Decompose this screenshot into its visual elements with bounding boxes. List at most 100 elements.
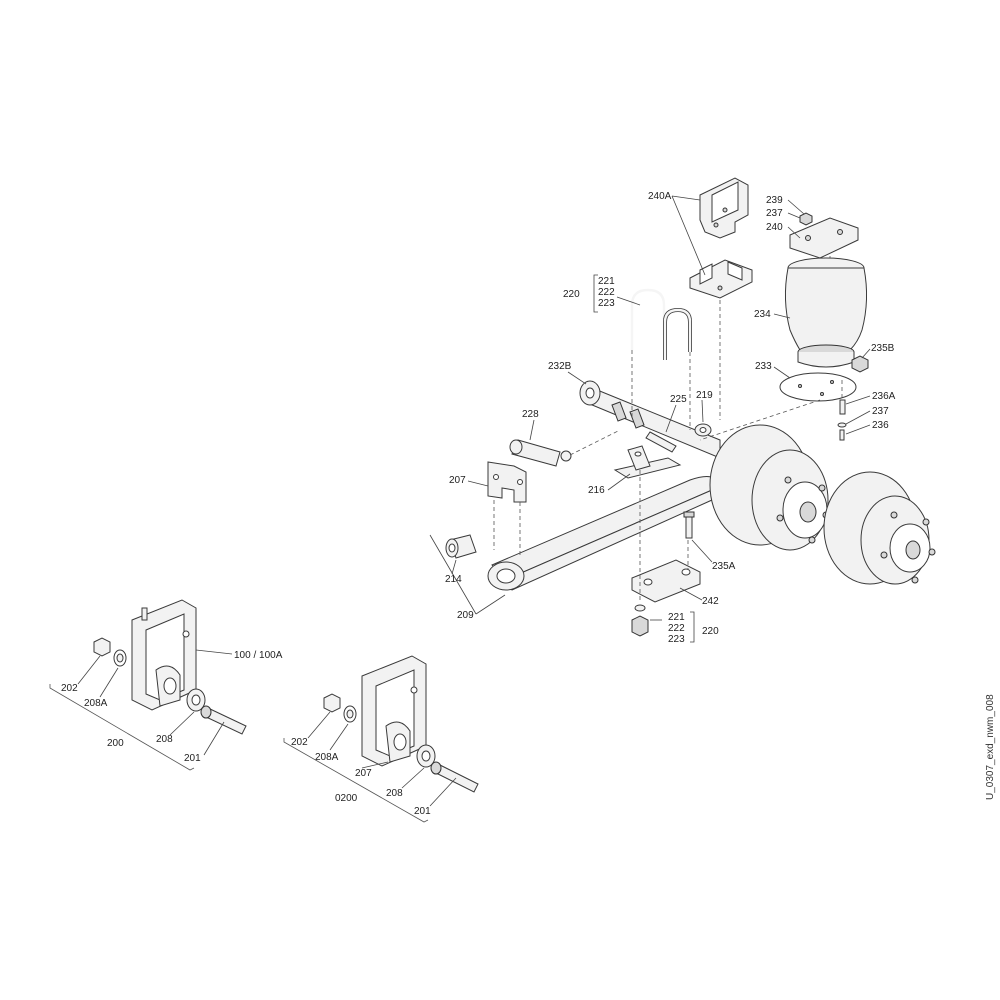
leader-201-right [429, 777, 457, 807]
underline-0200 [283, 738, 429, 823]
leader-240 [787, 226, 801, 239]
part-240A-upper-bracket [699, 177, 749, 239]
leader-209 [429, 534, 477, 615]
part-214-bushing [445, 534, 477, 559]
label-216: 216 [588, 485, 605, 496]
label-208A-right: 208A [315, 752, 339, 763]
label-228: 228 [522, 409, 539, 420]
label-240: 240 [766, 222, 783, 233]
label-225: 225 [670, 394, 687, 405]
part-219-bushing [694, 423, 712, 437]
leader-207-right [361, 761, 389, 769]
leader-236A [845, 395, 871, 405]
label-208-left: 208 [156, 734, 173, 745]
part-225-pin [645, 431, 677, 453]
bracket-220-lower [690, 611, 695, 643]
leader-202-left [77, 655, 101, 685]
part-100-hanger-bracket [131, 599, 197, 711]
bracket-220-upper [593, 274, 598, 313]
leader-201-left [203, 721, 225, 756]
leader-239 [787, 199, 805, 215]
label-100-100A: 100 / 100A [234, 650, 283, 661]
leader-235A [691, 539, 713, 563]
label-207-right: 207 [355, 768, 372, 779]
leader-208-left [169, 711, 195, 736]
part-208-washer-right [416, 744, 436, 768]
leader-237a [787, 212, 801, 219]
label-202-left: 202 [61, 683, 78, 694]
label-202-right: 202 [291, 737, 308, 748]
part-201-bolt-right [430, 761, 479, 793]
label-233: 233 [755, 361, 772, 372]
leader-240A [671, 195, 706, 276]
label-208A-left: 208A [84, 698, 108, 709]
leader-236 [845, 424, 871, 435]
label-223-upper: 223 [598, 298, 615, 309]
label-220-upper: 220 [563, 289, 580, 300]
leader-228 [529, 419, 535, 441]
leader-242 [679, 587, 703, 601]
part-228-shock-absorber [509, 439, 572, 467]
leader-233 [773, 366, 791, 379]
underline-200 [49, 684, 195, 771]
part-236-screw [839, 429, 845, 441]
leader-235B [861, 348, 871, 359]
part-208-washer-left [186, 688, 206, 712]
leader-219 [701, 399, 704, 423]
label-0200: 0200 [335, 793, 358, 804]
leader-207-center [467, 480, 489, 487]
label-201-right: 201 [414, 806, 431, 817]
part-233-base-plate [779, 372, 857, 402]
label-236: 236 [872, 420, 889, 431]
label-219: 219 [696, 390, 713, 401]
part-207-bracket-center [487, 461, 527, 503]
label-207-center: 207 [449, 475, 466, 486]
part-207-hanger-bracket-right [361, 655, 427, 767]
leader-208A-right [329, 723, 349, 751]
label-222-lower: 222 [668, 623, 685, 634]
leader-208A-left [99, 667, 119, 698]
leader-216 [607, 473, 631, 491]
part-208A-washer-right [343, 705, 357, 723]
part-234-air-spring [784, 257, 868, 368]
part-brake-drum-outer [823, 471, 936, 585]
leader-100 [195, 649, 233, 655]
label-240A: 240A [648, 191, 672, 202]
leader-234 [773, 313, 791, 319]
label-223-lower: 223 [668, 634, 685, 645]
part-235B-nut [851, 355, 869, 373]
leader-225 [665, 404, 677, 433]
label-208-right: 208 [386, 788, 403, 799]
drawing-code: U_0307_exd_nwm_008 [985, 694, 996, 800]
leader-208-right [401, 767, 425, 789]
assembly-dash-lines [493, 300, 843, 600]
label-209: 209 [457, 610, 474, 621]
label-201-left: 201 [184, 753, 201, 764]
part-242-lower-clamp [631, 559, 701, 603]
label-235A: 235A [712, 561, 736, 572]
part-237-washer [837, 422, 847, 428]
leader-232B [567, 371, 587, 385]
label-232B: 232B [548, 361, 572, 372]
label-221-lower: 221 [668, 612, 685, 623]
part-239-nut [799, 212, 813, 226]
label-221-upper: 221 [598, 276, 615, 287]
label-237-top: 237 [766, 208, 783, 219]
part-208A-washer-left [113, 649, 127, 667]
label-235B: 235B [871, 343, 895, 354]
part-236A-bolt [839, 399, 846, 415]
part-202-nut-right [323, 693, 341, 713]
leader-209-b [475, 594, 506, 615]
part-brake-drum-inner [709, 424, 830, 551]
leader-202-right [307, 711, 331, 739]
label-200: 200 [107, 738, 124, 749]
part-216-clamp-plate [613, 445, 682, 479]
label-220-lower: 220 [702, 626, 719, 637]
label-222-upper: 222 [598, 287, 615, 298]
label-236A: 236A [872, 391, 896, 402]
part-220-lower-nuts [631, 604, 649, 637]
label-242: 242 [702, 596, 719, 607]
part-201-bolt-left [200, 705, 247, 735]
